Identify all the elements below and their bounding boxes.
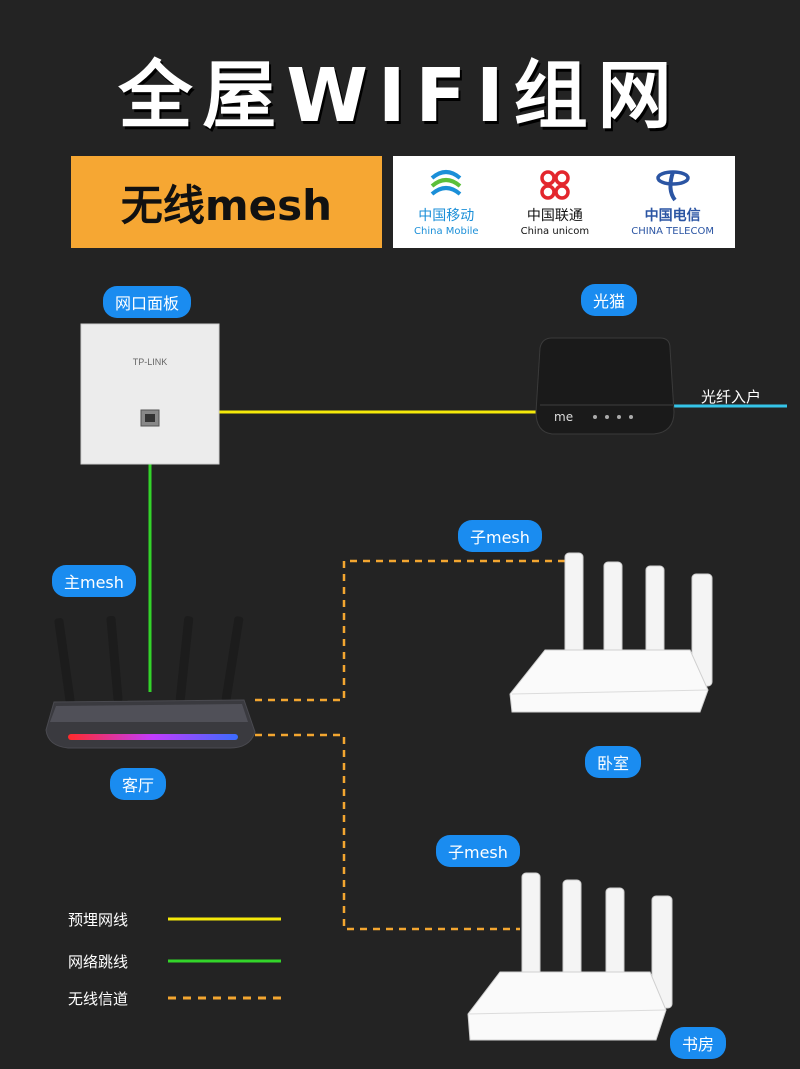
modem-label: 光猫 bbox=[581, 284, 638, 316]
optical-modem-device: me bbox=[535, 337, 675, 435]
page-title: 全屋WIFI组网 bbox=[118, 53, 682, 139]
study-label: 书房 bbox=[670, 1027, 727, 1059]
isp-logos-panel: 中国移动 China Mobile 中国联通 China unicom 中国电信… bbox=[393, 156, 735, 248]
wireless-link-study bbox=[255, 733, 520, 931]
isp-sub: CHINA TELECOM bbox=[631, 225, 714, 237]
legend-embedded-cable-label: 预埋网线 bbox=[68, 911, 129, 929]
china-mobile-logo-icon bbox=[430, 169, 462, 196]
bedroom-label: 卧室 bbox=[585, 746, 642, 778]
wall-panel-device: TP-LINK bbox=[80, 323, 220, 465]
isp-sub: China unicom bbox=[520, 225, 590, 237]
isp-china-unicom: 中国联通 China unicom bbox=[520, 168, 590, 237]
isp-sub: China Mobile bbox=[414, 225, 479, 237]
wireless-link-bedroom bbox=[255, 559, 565, 702]
main-mesh-label: 主mesh bbox=[52, 565, 136, 597]
banner-label: 无线mesh bbox=[120, 180, 333, 230]
china-telecom-logo-icon bbox=[655, 169, 690, 201]
isp-china-telecom: 中国电信 CHINA TELECOM bbox=[631, 168, 714, 237]
sub-router-bedroom-device bbox=[509, 552, 713, 713]
sub-router-study-device bbox=[467, 872, 673, 1041]
wall-panel-brand: TP-LINK bbox=[133, 357, 168, 367]
legend-wireless-label: 无线信道 bbox=[68, 990, 129, 1008]
isp-name: 中国联通 bbox=[526, 207, 583, 224]
modem-logo: me bbox=[554, 410, 573, 424]
living-room-label: 客厅 bbox=[110, 768, 167, 800]
sub-mesh-study-label: 子mesh bbox=[436, 835, 520, 867]
isp-china-mobile: 中国移动 China Mobile bbox=[414, 168, 479, 237]
isp-name: 中国电信 bbox=[644, 207, 701, 224]
sub-mesh-bedroom-label: 子mesh bbox=[458, 520, 542, 552]
china-unicom-logo-icon bbox=[540, 169, 570, 200]
main-router-device bbox=[45, 615, 256, 749]
wireless-mesh-banner: 无线mesh bbox=[71, 156, 382, 248]
fiber-label: 光纤入户 bbox=[701, 388, 762, 406]
isp-name: 中国移动 bbox=[418, 207, 475, 224]
wall-panel-label: 网口面板 bbox=[103, 286, 192, 318]
rgb-light-strip bbox=[68, 734, 238, 740]
legend-patch-cable-label: 网络跳线 bbox=[68, 953, 129, 971]
